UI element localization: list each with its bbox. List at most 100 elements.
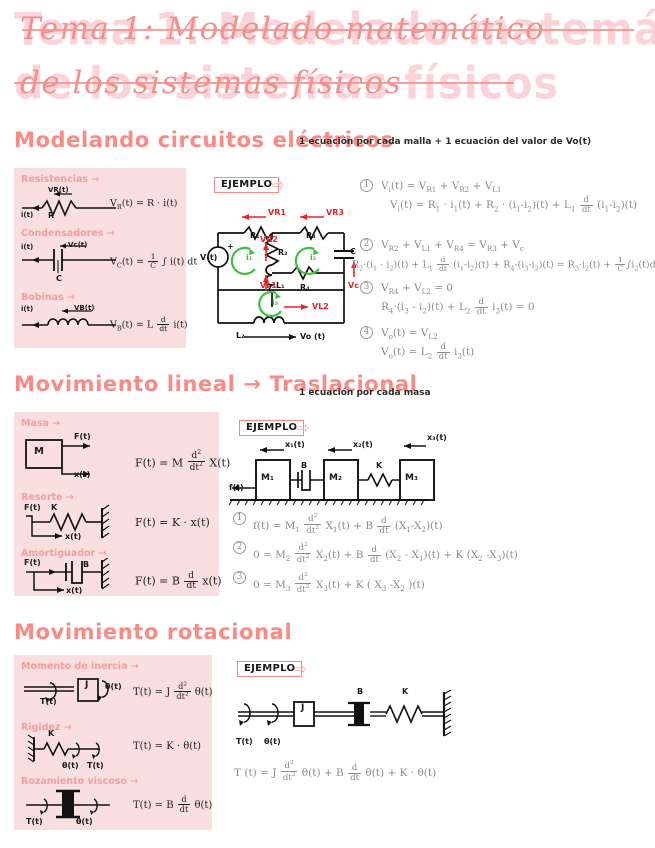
damper-force-label: F(t) <box>24 558 41 567</box>
circuit-vr1-label: VR1 <box>268 208 286 217</box>
chain-x1-label: x₁(t) <box>285 440 305 449</box>
rotational-chain-diagram <box>234 689 459 742</box>
eq-num-1-3: 3 <box>360 281 373 294</box>
inertia-angle-label: θ(t) <box>105 682 122 691</box>
formula-resorte: F(t) = K · x(t) <box>135 516 210 529</box>
sub-label-amortiguador: Amortiguador → <box>21 548 107 559</box>
capacitor-current-label: i(t) <box>21 243 34 251</box>
circuit-r2-label: R₂ <box>278 248 288 257</box>
eq-1-2-line1: VR2 + VL1 + VR4 = VR3 + Vc <box>381 239 524 254</box>
ejemplo-arrow-lineal: ⇨ <box>297 419 310 437</box>
eq-1-1-line2: Vi(t) = R1 · i1(t) + R2 · (i1-i2)(t) + L… <box>390 195 638 216</box>
inertia-symbol <box>20 673 130 717</box>
inertia-j-label: J <box>85 680 89 690</box>
rigidez-angle-label: θ(t) <box>62 761 79 770</box>
formula-resistencia: VR(t) = R · i(t) <box>110 198 178 211</box>
page-title: Tema 1: Modelado matemático Tema 1: Mode… <box>14 4 655 110</box>
chain-m3-label: M₃ <box>405 473 418 483</box>
damper-symbol <box>22 556 132 608</box>
mass-disp-label: x(t) <box>74 470 91 479</box>
sub-label-masa: Masa → <box>21 418 61 429</box>
sub-label-rigidez: Rigidez → <box>21 722 72 733</box>
ejemplo-badge-lineal: EJEMPLO <box>239 420 305 436</box>
circuit-r1-label: R₁ <box>250 231 260 240</box>
eq-num-2-2: 2 <box>233 541 246 554</box>
eq-1-4-line1: Vo(t) = VL2 <box>381 327 438 342</box>
circuit-r4-label: R₄ <box>300 283 310 292</box>
ejemplo-arrow-electricos: ⇨ <box>272 176 285 194</box>
eq-num-2-1: 1 <box>233 512 246 525</box>
chain-b-label: B <box>301 461 308 470</box>
rot-chain-j-label: J <box>301 703 305 713</box>
rigidez-k-label: K <box>48 729 55 738</box>
resistor-current-label: i(t) <box>21 211 34 219</box>
spring-name-label: K <box>51 503 58 512</box>
capacitor-voltage-label: Vc(t) <box>68 241 88 249</box>
rotational-damper-symbol <box>22 787 132 829</box>
circuit-source-label: V(t) <box>200 253 218 262</box>
circuit-l1-label: L₁ <box>276 281 285 290</box>
section-heading-lineal: Movimiento lineal → Traslacional <box>14 372 418 396</box>
sub-label-resistencias: Resistencias → <box>21 174 100 185</box>
eq-num-2-3: 3 <box>233 571 246 584</box>
panel-componentes-electricos <box>14 168 186 348</box>
section-heading-electricos: Modelando circuitos eléctricos <box>14 128 394 152</box>
capacitor-name-label: C <box>56 274 62 283</box>
inductor-voltage-label: VB(t) <box>74 304 95 312</box>
chain-x2-label: x₂(t) <box>353 440 373 449</box>
sub-label-condensadores: Condensadores → <box>21 228 115 239</box>
circuit-source-sign: + <box>227 242 234 251</box>
chain-force-label: f(t) <box>229 483 244 492</box>
panel-componentes-lineal <box>14 412 219 596</box>
capacitor-symbol <box>20 240 120 282</box>
rot-chain-torque-label: T(t) <box>236 737 253 746</box>
spring-symbol <box>22 502 132 552</box>
sub-label-bobinas: Bobinas → <box>21 292 75 303</box>
formula-rigidez: T(t) = K · θ(t) <box>133 741 202 752</box>
rot-chain-angle-label: θ(t) <box>264 737 281 746</box>
title-line-1: Tema 1: Modelado matemático Tema 1: Mode… <box>14 4 655 56</box>
mass-name-label: M <box>34 446 44 457</box>
sub-label-momento-inercia: Momento de inercia → <box>21 661 139 672</box>
mass-force-label: F(t) <box>74 432 91 441</box>
circuit-c-label: C <box>350 247 356 256</box>
title-strike-2 <box>14 82 514 84</box>
circuit-l2-label: L₂ <box>236 331 245 340</box>
title-line-2: de los sistemas físicos de los sistemas … <box>14 58 654 110</box>
note-electricos: 1 ecuación por cada malla + 1 ecuación d… <box>299 137 592 147</box>
circuit-vc-label: Vc <box>348 281 359 290</box>
resistor-symbol <box>20 186 120 228</box>
title-strike-1 <box>22 29 634 31</box>
circuit-vr3-label: VR3 <box>326 208 344 217</box>
eq-1-3-line1: VR4 + VL2 = 0 <box>381 282 453 297</box>
mass-symbol <box>22 432 132 486</box>
rigidez-torque-label: T(t) <box>87 761 104 770</box>
circuit-vl2-label: VL2 <box>312 302 329 311</box>
resistor-voltage-label: VR(t) <box>48 186 69 194</box>
section-heading-rotacional: Movimiento rotacional <box>14 620 293 644</box>
circuit-mesh2-label: i₂ <box>310 253 317 262</box>
circuit-vo-label: Vo (t) <box>300 332 326 341</box>
eq-num-1-1: 1 <box>360 179 373 192</box>
circuit-diagram <box>196 195 357 349</box>
mass-chain-diagram <box>228 440 438 514</box>
sub-label-rozamiento-viscoso: Rozamiento viscoso → <box>21 776 139 787</box>
ejemplo-badge-electricos: EJEMPLO <box>214 177 280 193</box>
eq-1-1-line1: Vi(t) = VR1 + VR2 + VL1 <box>381 180 502 195</box>
rot-chain-k-label: K <box>402 687 409 696</box>
eq-num-1-4: 4 <box>360 326 373 339</box>
note-lineal: 1 ecuación por cada masa <box>299 388 431 398</box>
inertia-torque-label: T(t) <box>40 697 57 706</box>
ejemplo-badge-rotacional: EJEMPLO <box>237 661 303 677</box>
